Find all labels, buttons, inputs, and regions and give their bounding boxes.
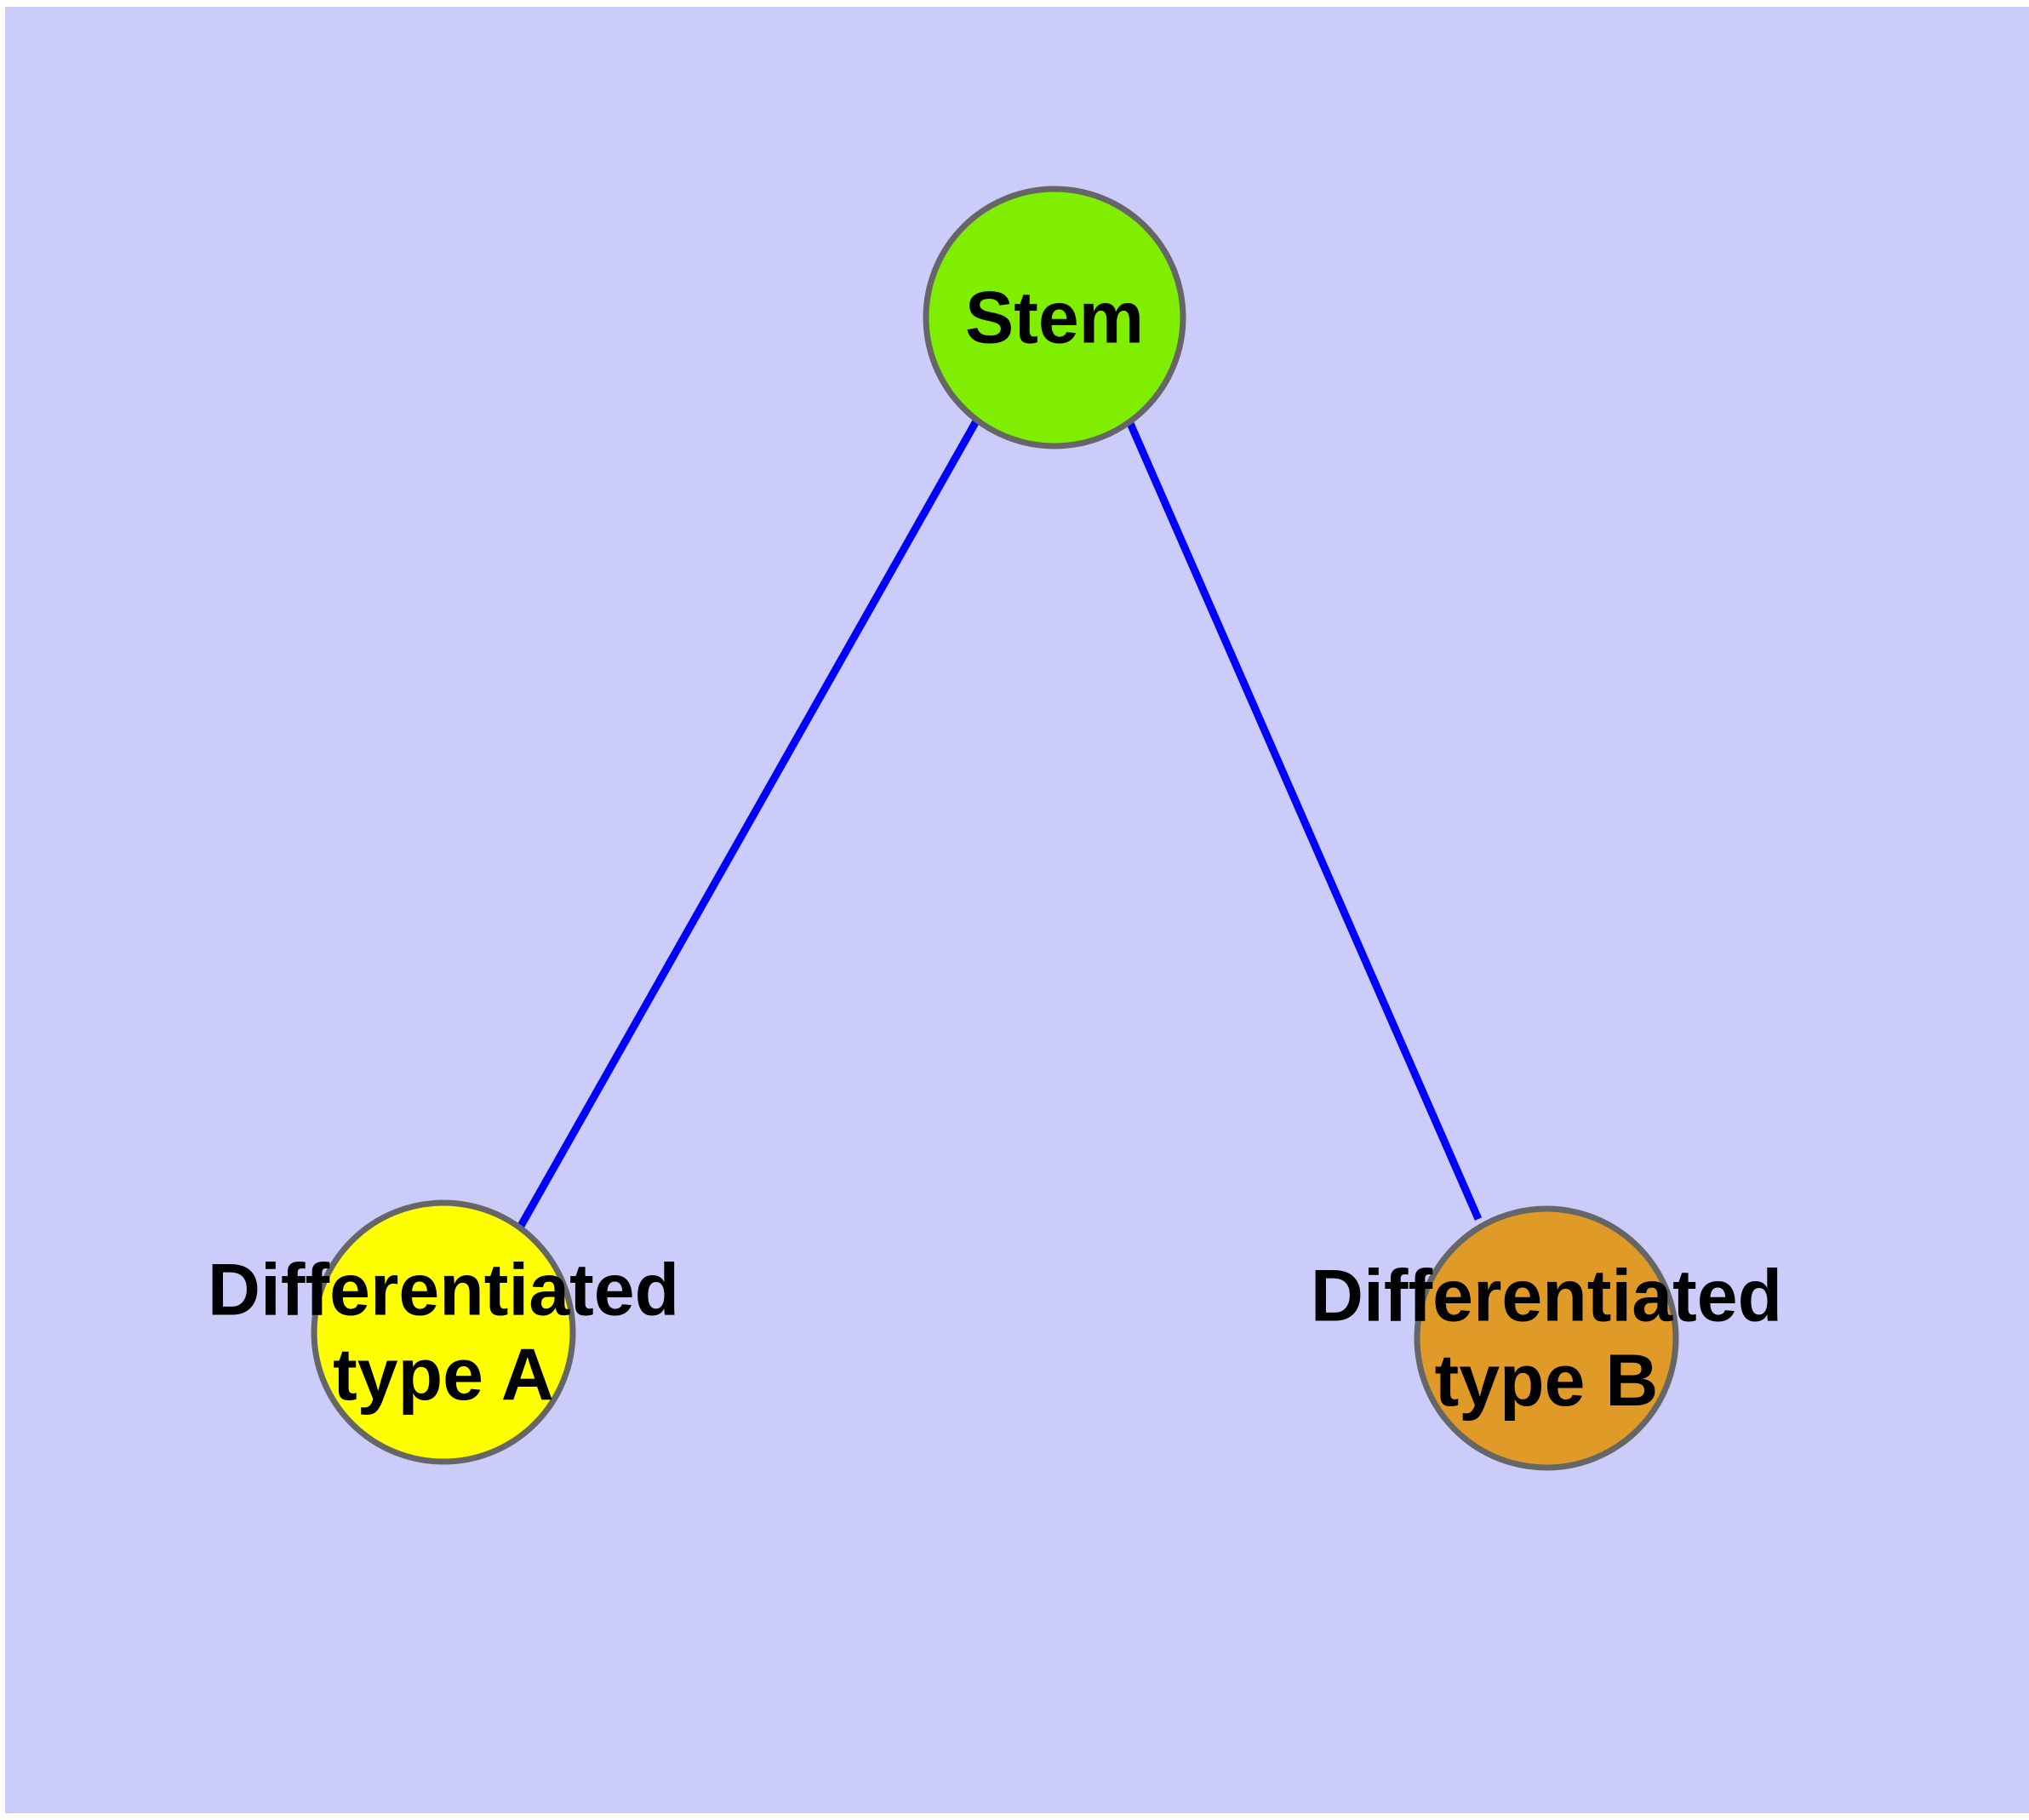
edges-layer bbox=[517, 417, 1483, 1228]
edge-stem-to-diff-a bbox=[517, 417, 980, 1228]
node-label-line: Differentiated bbox=[1311, 1255, 1782, 1336]
node-stem-label: Stem bbox=[965, 277, 1144, 358]
node-stem-circle[interactable] bbox=[923, 186, 1186, 449]
node-label-line: Differentiated bbox=[208, 1249, 679, 1331]
edge-stem-to-diff-b bbox=[1125, 420, 1483, 1221]
node-label-line: type A bbox=[333, 1334, 554, 1416]
node-label-line: Stem bbox=[965, 277, 1144, 358]
node-stem[interactable]: Stem bbox=[923, 186, 1186, 449]
node-label-line: type B bbox=[1435, 1340, 1659, 1422]
node-differentiated-type-b-circle[interactable] bbox=[1414, 1205, 1679, 1471]
node-differentiated-type-a-circle[interactable] bbox=[311, 1199, 576, 1465]
